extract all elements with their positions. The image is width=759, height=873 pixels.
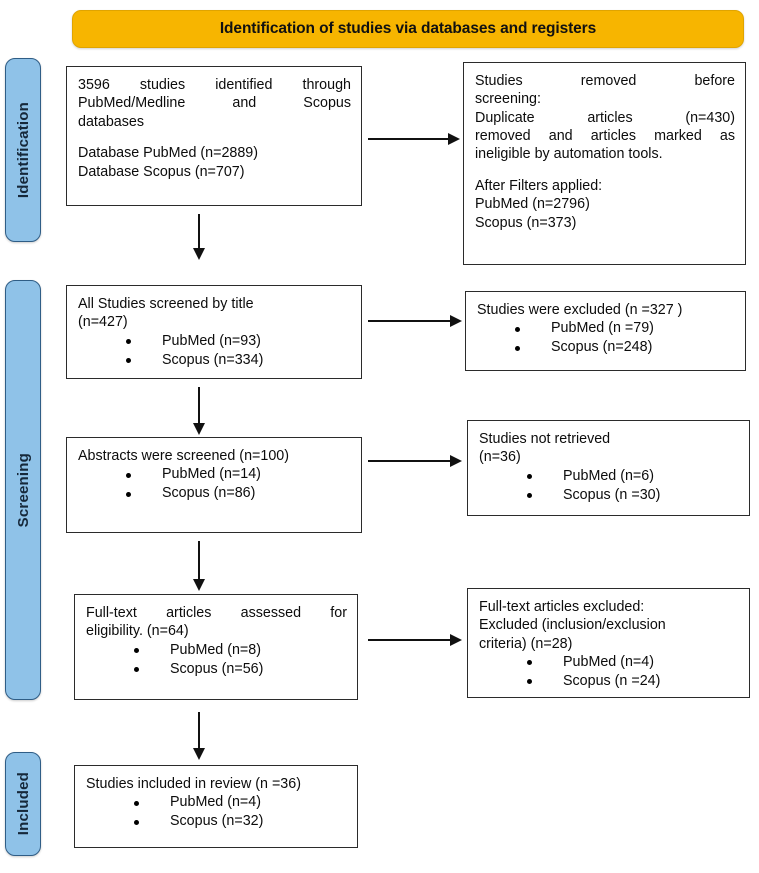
removed-line-1: Studies removed before	[475, 73, 735, 89]
removed-line-4: removed and articles marked as	[475, 127, 735, 144]
list-item: Scopus (n=56)	[134, 660, 347, 679]
list-item: PubMed (n=4)	[527, 653, 739, 672]
list-item: PubMed (n=14)	[126, 465, 351, 484]
arrow-abstracts-to-not-retrieved	[368, 455, 462, 468]
screened-title-line-2: (n=427)	[78, 314, 128, 331]
arrow-shaft	[198, 387, 200, 424]
list-item: Scopus (n=86)	[126, 484, 351, 503]
arrow-head	[193, 579, 205, 591]
identified-spacer	[78, 131, 351, 145]
stage-tab-identification-label: Identification	[14, 101, 32, 199]
fulltext-bullets: PubMed (n=8) Scopus (n=56)	[86, 641, 347, 679]
removed-line-3: Duplicate articles (n=430)	[475, 109, 735, 126]
fulltext-line-1: Full-text articles assessed for	[86, 605, 347, 621]
list-item: Scopus (n =24)	[527, 672, 739, 691]
screened-title-line-1: All Studies screened by title	[78, 296, 254, 312]
list-item: PubMed (n=6)	[527, 467, 739, 486]
stage-tab-screening-label: Screening	[14, 452, 32, 528]
box-studies-excluded-title: Studies were excluded (n =327 ) PubMed (…	[465, 291, 746, 371]
arrow-head	[448, 133, 460, 145]
arrow-fulltext-to-excluded	[368, 634, 462, 647]
fulltext-excluded-line-2: Excluded (inclusion/exclusion	[479, 617, 666, 634]
removed-line-2: screening:	[475, 91, 541, 108]
not-retrieved-line-1: Studies not retrieved	[479, 431, 611, 447]
box-fulltext-assessed: Full-text articles assessed for eligibil…	[74, 594, 358, 700]
arrow-shaft	[198, 541, 200, 580]
removed-line-6: After Filters applied:	[475, 178, 603, 195]
excluded-title-line-1: Studies were excluded (n =327 )	[477, 302, 683, 318]
fulltext-excluded-line-3: criteria) (n=28)	[479, 635, 573, 652]
identified-line-4: Database PubMed (n=2889)	[78, 145, 259, 162]
removed-line-5: ineligible by automation tools.	[475, 146, 663, 163]
removed-spacer	[475, 163, 735, 177]
list-item: Scopus (n=248)	[515, 338, 735, 357]
stage-tab-screening: Screening	[5, 280, 41, 700]
box-studies-identified: 3596 studies identified through PubMed/M…	[66, 66, 362, 206]
box-studies-not-retrieved: Studies not retrieved (n=36) PubMed (n=6…	[467, 420, 750, 516]
arrow-head	[450, 455, 462, 467]
arrow-identified-to-removed	[368, 133, 460, 146]
arrow-head	[450, 315, 462, 327]
box-screened-by-title: All Studies screened by title (n=427) Pu…	[66, 285, 362, 379]
included-line-1: Studies included in review (n =36)	[86, 776, 301, 792]
arrow-screened-to-excluded	[368, 315, 462, 328]
identified-line-3: databases	[78, 113, 144, 130]
included-bullets: PubMed (n=4) Scopus (n=32)	[86, 793, 347, 831]
box-studies-removed: Studies removed before screening: Duplic…	[463, 62, 746, 265]
fulltext-line-2: eligibility. (n=64)	[86, 623, 189, 640]
identified-line-5: Database Scopus (n=707)	[78, 163, 245, 180]
arrow-head	[193, 248, 205, 260]
list-item: Scopus (n=32)	[134, 812, 347, 831]
list-item: PubMed (n =79)	[515, 319, 735, 338]
list-item: PubMed (n=93)	[126, 332, 351, 351]
fulltext-excluded-bullets: PubMed (n=4) Scopus (n =24)	[479, 653, 739, 691]
identified-line-2: PubMed/Medline and Scopus	[78, 95, 351, 112]
arrow-shaft	[198, 214, 200, 249]
arrow-shaft	[368, 460, 450, 462]
arrow-screened-to-abstracts	[193, 387, 206, 435]
removed-line-8: Scopus (n=373)	[475, 214, 577, 231]
abstracts-line-1: Abstracts were screened (n=100)	[78, 448, 289, 464]
not-retrieved-bullets: PubMed (n=6) Scopus (n =30)	[479, 467, 739, 505]
stage-tab-included: Included	[5, 752, 41, 856]
arrow-shaft	[368, 320, 450, 322]
list-item: PubMed (n=4)	[134, 793, 347, 812]
arrow-head	[193, 748, 205, 760]
fulltext-excluded-line-1: Full-text articles excluded:	[479, 599, 645, 615]
removed-line-7: PubMed (n=2796)	[475, 196, 590, 213]
abstracts-bullets: PubMed (n=14) Scopus (n=86)	[78, 465, 351, 503]
arrow-shaft	[368, 639, 450, 641]
stage-tab-identification: Identification	[5, 58, 41, 242]
list-item: PubMed (n=8)	[134, 641, 347, 660]
arrow-shaft	[368, 138, 448, 140]
box-fulltext-excluded: Full-text articles excluded: Excluded (i…	[467, 588, 750, 698]
diagram-header-banner: Identification of studies via databases …	[72, 10, 744, 48]
banner-title: Identification of studies via databases …	[219, 20, 597, 37]
box-abstracts-screened: Abstracts were screened (n=100) PubMed (…	[66, 437, 362, 533]
arrow-shaft	[198, 712, 200, 749]
excluded-title-bullets: PubMed (n =79) Scopus (n=248)	[477, 319, 735, 357]
screened-title-bullets: PubMed (n=93) Scopus (n=334)	[78, 332, 351, 370]
arrow-abstracts-to-fulltext	[193, 541, 206, 591]
box-studies-included: Studies included in review (n =36) PubMe…	[74, 765, 358, 848]
list-item: Scopus (n=334)	[126, 351, 351, 370]
arrow-identified-to-screened	[193, 214, 206, 260]
stage-tab-included-label: Included	[14, 772, 32, 836]
arrow-head	[193, 423, 205, 435]
list-item: Scopus (n =30)	[527, 486, 739, 505]
identified-line-1: 3596 studies identified through	[78, 77, 351, 93]
arrow-head	[450, 634, 462, 646]
not-retrieved-line-2: (n=36)	[479, 449, 521, 466]
arrow-fulltext-to-included	[193, 712, 206, 760]
